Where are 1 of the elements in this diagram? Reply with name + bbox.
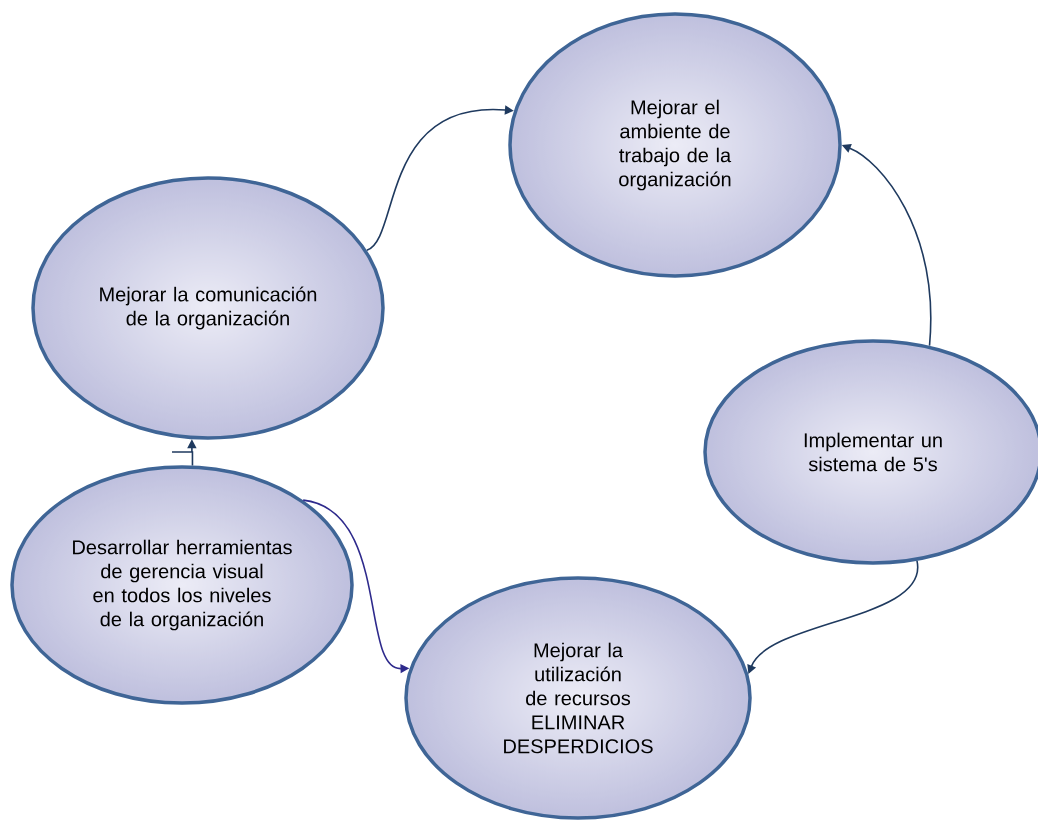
arrow <box>747 560 918 674</box>
